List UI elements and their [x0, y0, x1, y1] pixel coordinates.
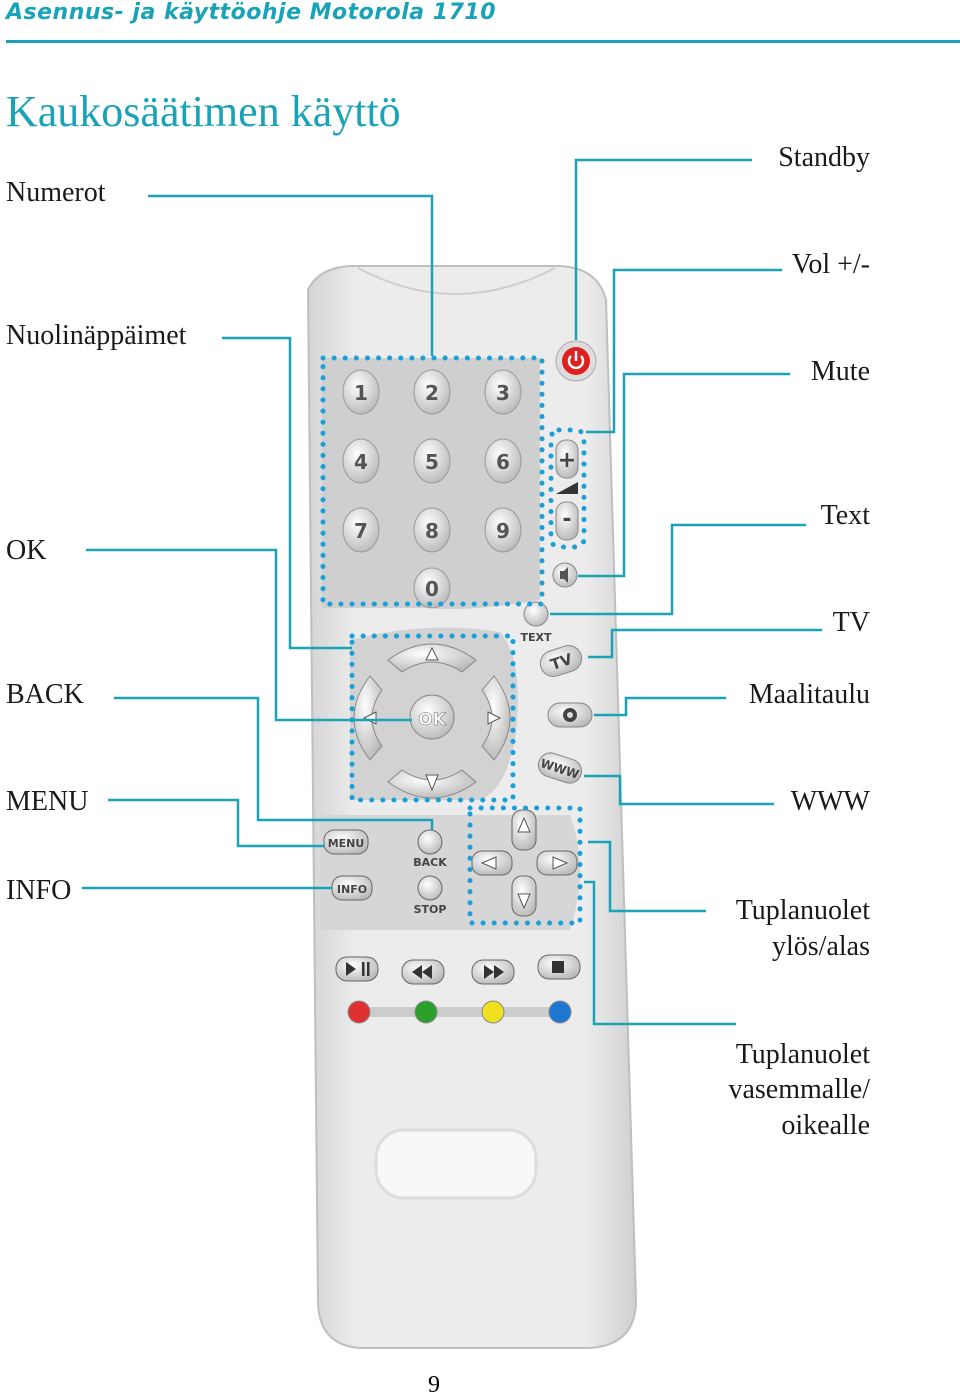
text-button: TEXT	[520, 601, 552, 644]
play-pause-button	[335, 956, 379, 982]
info-button-label: INFO	[337, 883, 367, 896]
yellow-button	[481, 1000, 505, 1024]
ok-button-label: OK	[418, 710, 446, 730]
digit-1: 1	[342, 369, 380, 415]
digit-5-label: 5	[425, 450, 439, 474]
digit-8-label: 8	[425, 519, 439, 543]
back-button-label: BACK	[413, 856, 447, 869]
digit-7-label: 7	[354, 519, 368, 543]
digit-4: 4	[342, 438, 380, 484]
highlight-boxes	[320, 355, 587, 926]
back-button: BACK	[413, 829, 447, 869]
label-text: Text	[820, 500, 870, 531]
vol-plus-label: +	[558, 448, 576, 473]
volume-buttons: + -	[555, 439, 579, 541]
highlight-double-arrows	[467, 805, 583, 926]
green-button	[414, 1000, 438, 1024]
stop-button-label: STOP	[414, 903, 447, 916]
tv-button: TV	[539, 645, 583, 677]
label-tuplanuolet-lr-3: oikealle	[781, 1110, 870, 1141]
label-mute: Mute	[810, 356, 870, 387]
page-number: 9	[428, 1372, 440, 1398]
digit-0-label: 0	[425, 577, 439, 601]
label-tv: TV	[832, 607, 870, 638]
label-back: BACK	[6, 679, 84, 710]
label-tuplanuolet-ud-1: Tuplanuolet	[735, 895, 870, 926]
digit-7: 7	[342, 507, 380, 553]
document-header: Asennus- ja käyttöohje Motorola 1710	[6, 0, 497, 25]
blue-button	[548, 1000, 572, 1024]
maalitaulu-button	[547, 702, 593, 728]
label-maalitaulu: Maalitaulu	[748, 679, 870, 710]
label-vol: Vol +/-	[791, 249, 870, 280]
text-button-label: TEXT	[520, 631, 551, 644]
digit-2: 2	[413, 369, 451, 415]
label-tuplanuolet-ud-2: ylös/alas	[772, 931, 870, 962]
red-button	[347, 1000, 371, 1024]
digit-6: 6	[484, 438, 522, 484]
digit-2-label: 2	[425, 381, 439, 405]
double-arrows	[471, 809, 578, 917]
menu-button: MENU	[323, 829, 369, 855]
ir-window	[374, 1128, 538, 1200]
label-standby: Standby	[778, 142, 870, 173]
highlight-volume	[548, 427, 587, 550]
info-button: INFO	[331, 875, 373, 901]
header-rule	[6, 40, 960, 43]
tv-button-label: TV	[548, 650, 575, 674]
number-panel	[322, 358, 540, 609]
digit-9: 9	[484, 507, 522, 553]
label-www: WWW	[790, 786, 870, 817]
label-info: INFO	[6, 875, 72, 906]
digit-9-label: 9	[496, 519, 510, 543]
rewind-button	[401, 959, 445, 985]
color-buttons	[347, 1000, 572, 1024]
digit-1-label: 1	[354, 381, 368, 405]
digit-buttons: 1 2 3 4 5 6 7 8 9 0	[342, 369, 522, 609]
digit-6-label: 6	[496, 450, 510, 474]
label-nuolinappaimet: Nuolinäppäimet	[6, 320, 187, 351]
label-tuplanuolet-lr-1: Tuplanuolet	[735, 1039, 870, 1070]
label-menu: MENU	[6, 786, 89, 817]
label-ok: OK	[6, 535, 47, 566]
navigation-arrows	[353, 643, 511, 799]
stop-square-button	[537, 954, 581, 980]
standby-button	[555, 340, 597, 382]
transport-buttons	[335, 954, 581, 985]
digit-3: 3	[484, 369, 522, 415]
page-title: Kaukosäätimen käyttö	[6, 87, 401, 136]
digit-8: 8	[413, 507, 451, 553]
stop-button: STOP	[414, 875, 447, 916]
digit-4-label: 4	[354, 450, 368, 474]
label-numerot: Numerot	[6, 177, 106, 208]
menu-button-label: MENU	[328, 837, 365, 850]
highlight-arrows	[349, 633, 516, 803]
label-tuplanuolet-lr-2: vasemmalle/	[728, 1074, 870, 1105]
ok-button: OK	[409, 694, 455, 740]
vol-minus-label: -	[562, 507, 571, 532]
digit-0: 0	[413, 567, 451, 609]
mute-button	[552, 562, 578, 588]
highlight-numbers	[320, 355, 545, 607]
digit-3-label: 3	[496, 381, 510, 405]
digit-5: 5	[413, 438, 451, 484]
fast-forward-button	[471, 959, 515, 985]
leader-lines	[82, 158, 822, 1026]
